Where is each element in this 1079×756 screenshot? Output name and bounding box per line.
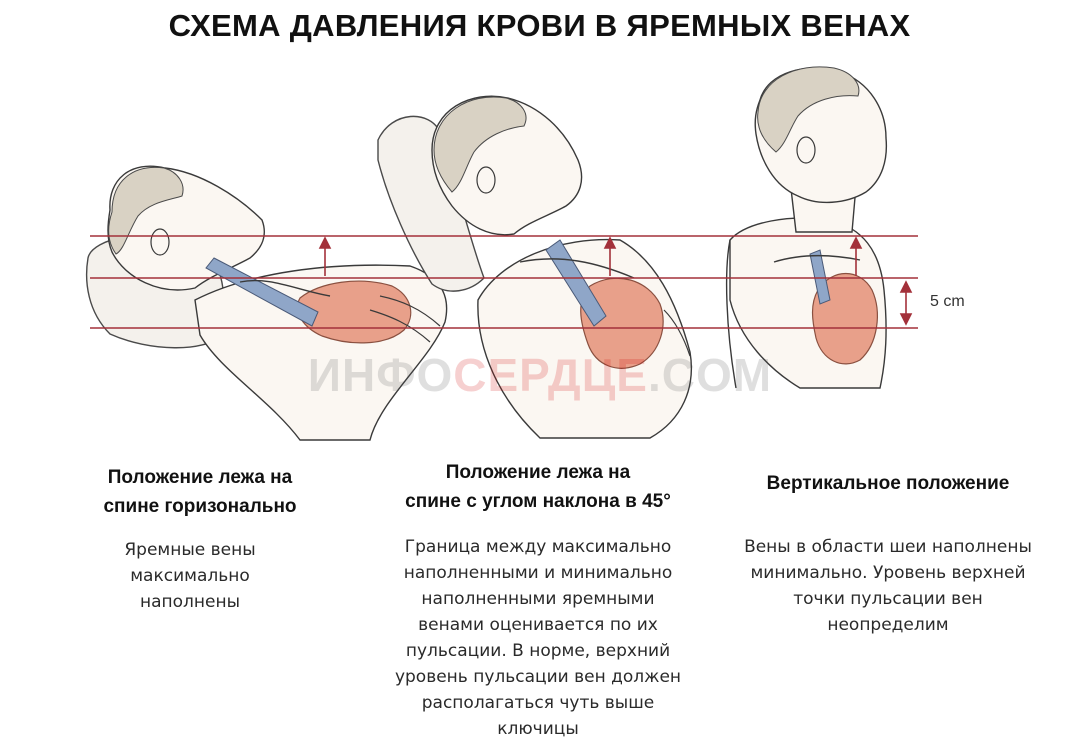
panel-heading-upright: Вертикальное положение (766, 473, 1010, 494)
panel-heading-supine: Положение лежа на спине горизонально (103, 467, 297, 517)
reference-lines (90, 235, 918, 329)
up-arrow-icon (318, 236, 332, 276)
panel-desc-supine: Яремные вены максимально наполнены (124, 540, 256, 612)
hair (757, 66, 860, 153)
jugular-vein (545, 239, 607, 327)
panel-heading-incline: Положение лежа на спине с углом наклона … (405, 462, 671, 512)
ribs (369, 295, 441, 343)
hair (433, 96, 527, 193)
double-arrow-icon (899, 280, 913, 326)
clavicle (519, 258, 635, 279)
heart (580, 277, 664, 369)
up-arrow-icon (603, 236, 617, 276)
arm (725, 239, 737, 389)
panel-desc-incline: Граница между максимально наполненными и… (394, 537, 682, 739)
figure-upright (725, 66, 888, 389)
hair (108, 166, 184, 255)
page-title: СХЕМА ДАВЛЕНИЯ КРОВИ В ЯРЕМНЫХ ВЕНАХ (168, 8, 911, 43)
ear (476, 166, 496, 194)
jugular-vein (809, 249, 831, 305)
panel-desc-upright: Вены в области шеи наполнены минимально.… (744, 537, 1032, 635)
up-arrow-icon (849, 236, 863, 276)
figure-supine-horizontal (85, 165, 448, 441)
figure-incline-45 (377, 95, 693, 439)
clavicle (773, 255, 861, 263)
scale-label-5cm: 5 cm (930, 293, 965, 310)
ear (150, 228, 170, 256)
ear (796, 136, 816, 164)
jugular-vein (205, 257, 319, 327)
pressure-arrows (318, 236, 913, 326)
jugular-venous-pressure-illustration (85, 66, 918, 441)
clavicle (239, 279, 331, 297)
watermark: ИНФОСЕРДЦЕ.COM (307, 349, 773, 401)
ribs (663, 309, 691, 357)
